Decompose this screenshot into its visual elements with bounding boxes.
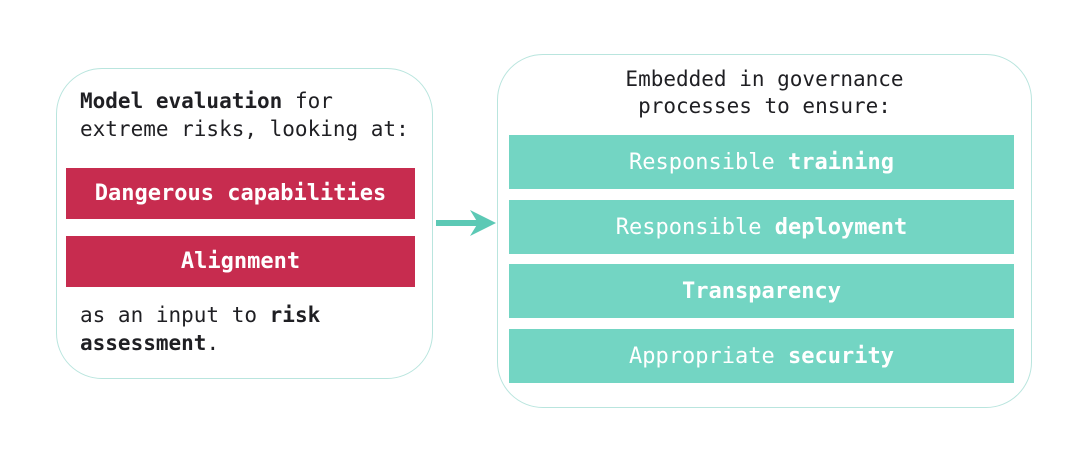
- responsible-deployment-pre: Responsible: [615, 214, 775, 240]
- transparency-bold: Transparency: [682, 278, 841, 304]
- appropriate-security-pre: Appropriate: [629, 343, 788, 369]
- responsible-training-bold: training: [787, 149, 894, 175]
- alignment-bar: Alignment: [66, 236, 415, 287]
- intro-bold-text: Model evaluation: [80, 89, 283, 113]
- intro-line-2: extreme risks, looking at:: [80, 117, 409, 141]
- responsible-training-pre: Responsible: [629, 149, 788, 175]
- transparency-bar: Transparency: [509, 264, 1014, 318]
- dangerous-capabilities-bar: Dangerous capabilities: [66, 168, 415, 219]
- governance-header-line-1: Embedded in governance: [625, 67, 904, 91]
- governance-header-line-2: processes to ensure:: [638, 94, 891, 118]
- outro-bold-risk: risk: [269, 303, 321, 327]
- intro-rest-text: for: [282, 89, 333, 113]
- outro-line-1: as an input to risk: [80, 301, 320, 329]
- right-arrow-icon: [436, 210, 496, 236]
- outro-period: .: [206, 331, 220, 355]
- risk-assessment-note: as an input to risk assessment.: [80, 301, 320, 357]
- intro-line-1: Model evaluation for: [80, 87, 409, 115]
- outro-pre-text: as an input to: [80, 303, 270, 327]
- outro-line-2: assessment.: [80, 329, 320, 357]
- governance-header: Embedded in governance processes to ensu…: [498, 66, 1031, 120]
- outro-bold-assessment: assessment: [80, 331, 207, 355]
- responsible-deployment-bold: deployment: [774, 214, 908, 240]
- appropriate-security-bar: Appropriate security: [509, 329, 1014, 383]
- dangerous-capabilities-label: Dangerous capabilities: [94, 181, 387, 206]
- model-evaluation-panel: Model evaluation for extreme risks, look…: [56, 68, 433, 379]
- alignment-label: Alignment: [180, 249, 301, 274]
- responsible-deployment-bar: Responsible deployment: [509, 200, 1014, 254]
- governance-panel: Embedded in governance processes to ensu…: [497, 54, 1032, 408]
- responsible-training-bar: Responsible training: [509, 135, 1014, 189]
- appropriate-security-bold: security: [787, 343, 894, 369]
- model-evaluation-intro: Model evaluation for extreme risks, look…: [80, 87, 409, 143]
